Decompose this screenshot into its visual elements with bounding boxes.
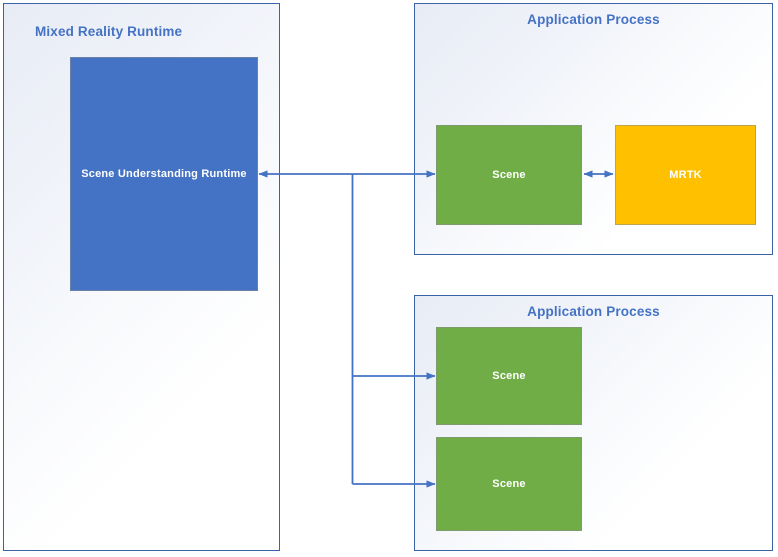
panel-title-mixed-reality-runtime: Mixed Reality Runtime — [35, 24, 183, 39]
box-label-mrtk: MRTK — [669, 169, 702, 181]
panel-title-application-process-2: Application Process — [527, 304, 660, 319]
box-scene-top[interactable]: Scene — [436, 125, 582, 225]
box-scene-bottom-1[interactable]: Scene — [436, 327, 582, 425]
box-label-scene-bottom-2: Scene — [492, 478, 526, 490]
panel-title-application-process-1: Application Process — [527, 12, 660, 27]
box-scene-bottom-2[interactable]: Scene — [436, 437, 582, 531]
box-label-scene-understanding-runtime: Scene Understanding Runtime — [81, 168, 247, 180]
box-label-scene-bottom-1: Scene — [492, 370, 526, 382]
box-label-scene-top: Scene — [492, 169, 526, 181]
box-mrtk[interactable]: MRTK — [615, 125, 756, 225]
box-scene-understanding-runtime[interactable]: Scene Understanding Runtime — [70, 57, 258, 291]
